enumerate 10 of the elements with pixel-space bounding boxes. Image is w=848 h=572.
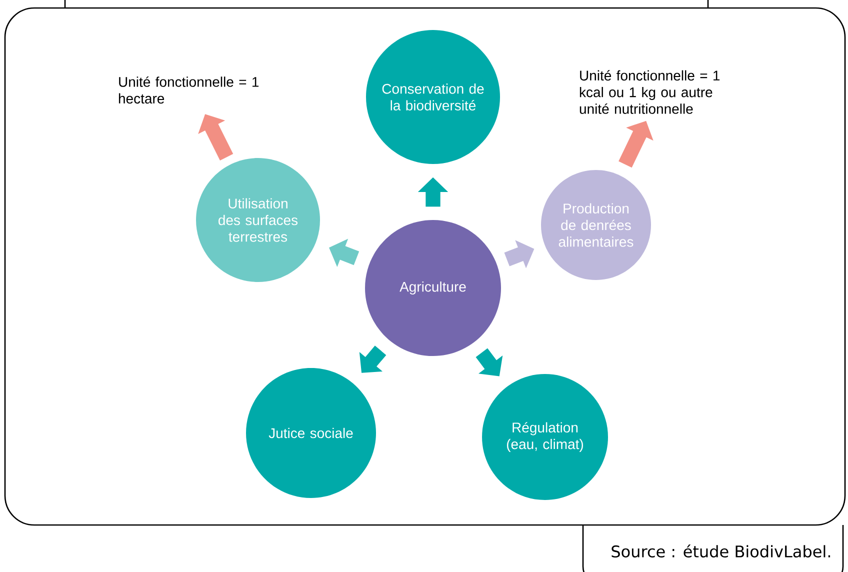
note-text: Unité fonctionnelle = 1 hectare [118, 76, 259, 104]
circle-node: Jutice sociale [246, 368, 376, 498]
note-text: Unité fonctionnelle = 1 kcal ou 1 kg ou autre unité nutritionnelle [580, 70, 720, 114]
source-box: Source : étude BiodivLabel. [582, 525, 844, 572]
circle-node: Production de denrées alimentaires [541, 170, 651, 280]
block-arrow [476, 348, 503, 376]
circle-node: Agriculture [365, 220, 501, 356]
circle-node: Utilisation des surfaces terrestres [196, 158, 320, 282]
circle-node: Conservation de la biodiversité [366, 30, 500, 164]
circle-node: Régulation (eau, climat) [482, 374, 608, 500]
